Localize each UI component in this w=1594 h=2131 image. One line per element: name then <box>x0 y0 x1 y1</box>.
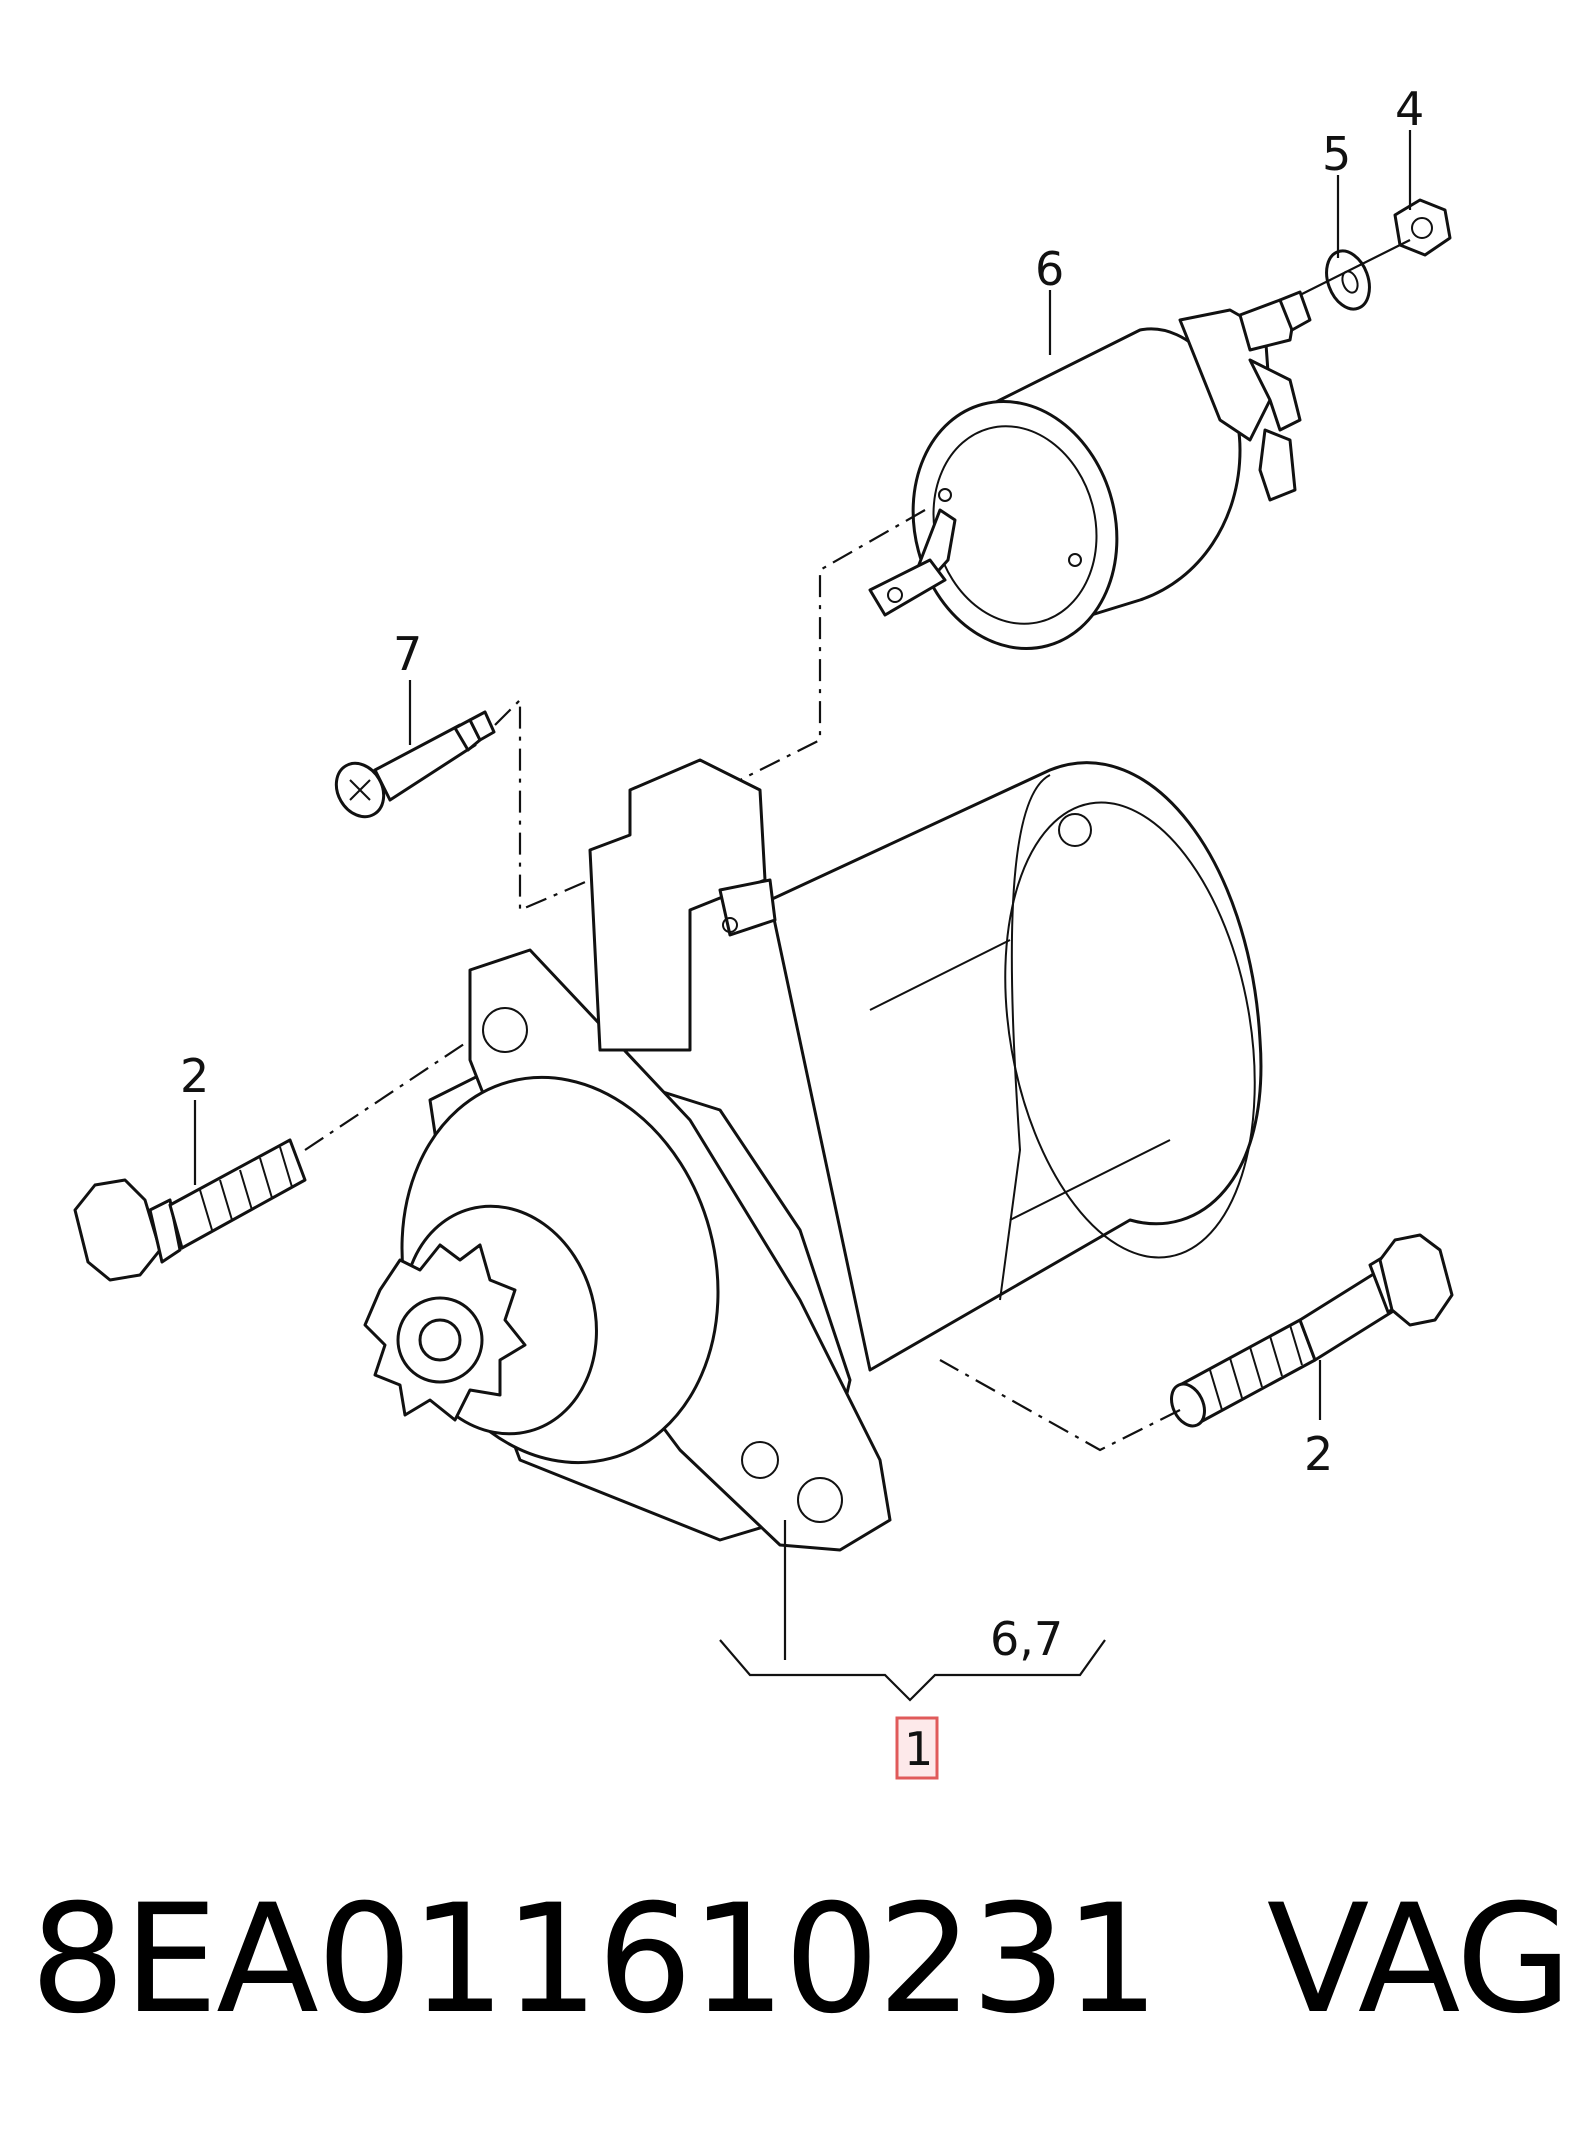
part-number: 8EA011610231 <box>30 1873 1160 2047</box>
callout-5: 5 <box>1322 127 1351 181</box>
bolt-right-part <box>1170 1233 1454 1428</box>
callout-1-box[interactable]: 1 <box>895 1716 939 1780</box>
screw-part <box>334 710 496 819</box>
bolt-right-assembly-line <box>939 1359 1181 1452</box>
brand-name: VAG <box>1266 1873 1572 2047</box>
solenoid-assembly-line <box>719 509 926 791</box>
callout-2-right: 2 <box>1304 1427 1333 1481</box>
callout-7: 7 <box>393 627 422 681</box>
callout-2-left: 2 <box>180 1049 209 1103</box>
group-bracket <box>719 1520 1106 1702</box>
callout-4: 4 <box>1395 82 1424 136</box>
nut-part <box>1393 198 1452 257</box>
bolt-left-assembly-line <box>304 1039 471 1151</box>
callout-1: 1 <box>904 1722 933 1776</box>
callout-6: 6 <box>1035 242 1064 296</box>
screw-assembly-line <box>494 697 591 912</box>
part-info-bar: 8EA011610231 VAG <box>30 1860 1572 2060</box>
terminal-axis-line <box>1289 239 1411 301</box>
starter-exploded-diagram: 4 5 6 7 <box>73 82 1454 1780</box>
callout-6-7: 6,7 <box>990 1612 1063 1666</box>
solenoid-part <box>868 290 1312 650</box>
starter-motor-part <box>363 758 1263 1552</box>
bolt-left-part <box>73 1138 307 1282</box>
